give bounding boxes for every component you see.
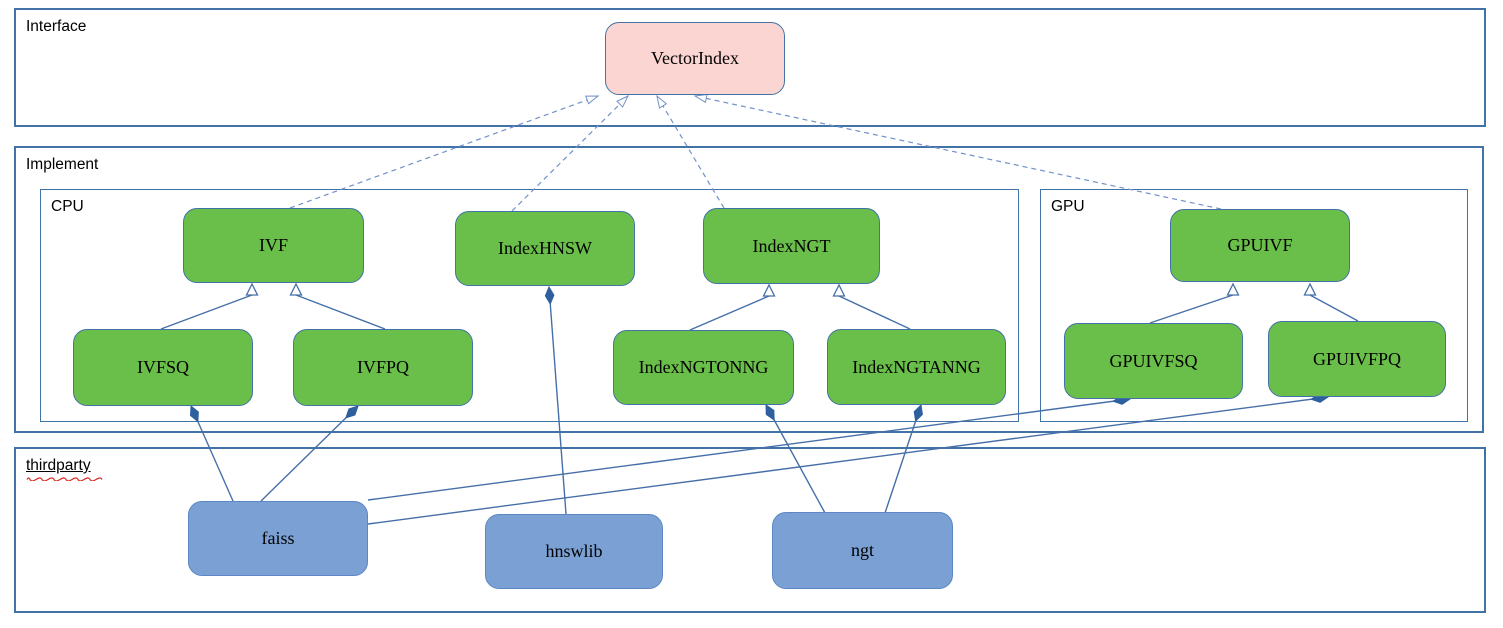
container-cpu-label: CPU bbox=[51, 198, 84, 215]
spellcheck-squiggle-icon bbox=[26, 476, 103, 481]
container-gpu-label: GPU bbox=[1051, 198, 1085, 215]
node-indexngt[interactable]: IndexNGT bbox=[703, 208, 880, 284]
node-ivfsq[interactable]: IVFSQ bbox=[73, 329, 253, 406]
arrowhead-GPUIVFPQ-GPUIVF bbox=[1303, 282, 1317, 296]
edge-faiss-IVFSQ[interactable] bbox=[189, 404, 234, 502]
edge-GPUIVF-VectorIndex[interactable] bbox=[693, 93, 1222, 210]
arrowhead-IndexNGTONNG-IndexNGT bbox=[762, 283, 776, 297]
edge-IVF-VectorIndex[interactable] bbox=[289, 95, 600, 209]
node-indexngtanng[interactable]: IndexNGTANNG bbox=[827, 329, 1006, 405]
arrowhead-GPUIVFSQ-GPUIVF bbox=[1226, 282, 1240, 296]
edge-faiss-GPUIVFPQ[interactable] bbox=[367, 393, 1330, 525]
container-implement-label: Implement bbox=[26, 156, 99, 173]
edge-faiss-GPUIVFSQ[interactable] bbox=[367, 395, 1132, 501]
arrowhead-IVFPQ-IVF bbox=[289, 282, 303, 296]
node-gpuivfpq[interactable]: GPUIVFPQ bbox=[1268, 321, 1446, 397]
arrowhead-IndexNGTANNG-IndexNGT bbox=[832, 283, 846, 297]
node-gpuivf[interactable]: GPUIVF bbox=[1170, 209, 1350, 282]
edge-faiss-IVFPQ[interactable] bbox=[260, 405, 359, 502]
container-interface-label: Interface bbox=[26, 18, 87, 35]
edge-hnswlib-IndexHNSW[interactable] bbox=[544, 285, 567, 515]
edge-GPUIVFSQ-GPUIVF[interactable] bbox=[1149, 294, 1234, 324]
node-ngt[interactable]: ngt bbox=[772, 512, 953, 589]
arrowhead-IVFSQ-IVF bbox=[245, 282, 259, 296]
thirdparty-label-text: thirdparty bbox=[26, 457, 91, 474]
node-ivfpq[interactable]: IVFPQ bbox=[293, 329, 473, 406]
container-gpu[interactable]: GPU bbox=[1040, 189, 1468, 422]
container-thirdparty-label: thirdparty bbox=[26, 457, 104, 481]
edge-ngt-IndexNGTONNG[interactable] bbox=[765, 404, 826, 514]
node-ivf[interactable]: IVF bbox=[183, 208, 364, 283]
edge-ngt-IndexNGTANNG[interactable] bbox=[884, 403, 923, 514]
edge-IndexNGT-VectorIndex[interactable] bbox=[656, 94, 725, 209]
node-indexngtonng[interactable]: IndexNGTONNG bbox=[613, 330, 794, 405]
container-interface[interactable]: Interface bbox=[14, 8, 1486, 127]
edge-IndexHNSW-VectorIndex[interactable] bbox=[511, 94, 630, 212]
node-faiss[interactable]: faiss bbox=[188, 501, 368, 576]
container-thirdparty[interactable]: thirdparty bbox=[14, 447, 1486, 613]
edge-IndexNGTONNG-IndexNGT[interactable] bbox=[689, 295, 770, 331]
node-gpuivfsq[interactable]: GPUIVFSQ bbox=[1064, 323, 1243, 399]
node-vectorindex[interactable]: VectorIndex bbox=[605, 22, 785, 95]
container-cpu[interactable]: CPU bbox=[40, 189, 1019, 422]
edge-GPUIVFPQ-GPUIVF[interactable] bbox=[1309, 294, 1359, 322]
edge-IndexNGTANNG-IndexNGT[interactable] bbox=[838, 295, 911, 330]
edge-IVFSQ-IVF[interactable] bbox=[160, 294, 253, 330]
node-indexhnsw[interactable]: IndexHNSW bbox=[455, 211, 635, 286]
container-implement[interactable]: Implement bbox=[14, 146, 1484, 433]
node-hnswlib[interactable]: hnswlib bbox=[485, 514, 663, 589]
edge-IVFPQ-IVF[interactable] bbox=[295, 294, 386, 330]
